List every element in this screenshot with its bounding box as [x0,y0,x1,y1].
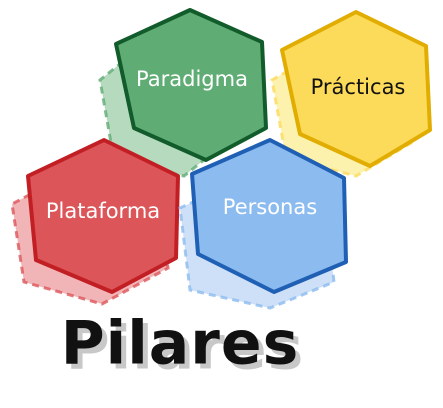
pillar-practicas: Prácticas [270,10,432,178]
pillar-personas: Personas [178,138,348,310]
pillar-personas-hex [190,138,348,294]
diagram-title: Pilares [61,309,300,379]
pillar-plataforma-label: Plataforma [46,199,160,223]
pillar-plataforma-hex [26,138,180,294]
pillar-paradigma-hex [114,8,268,162]
pillar-practicas-hex [280,10,432,168]
pillar-paradigma: Paradigma [98,8,268,178]
pillar-paradigma-label: Paradigma [136,67,248,91]
pillar-personas-label: Personas [223,195,317,219]
pillar-practicas-label: Prácticas [311,75,406,99]
diagram-title-shadow: Pilares [66,314,305,384]
pillar-plataforma: Plataforma [10,138,180,306]
